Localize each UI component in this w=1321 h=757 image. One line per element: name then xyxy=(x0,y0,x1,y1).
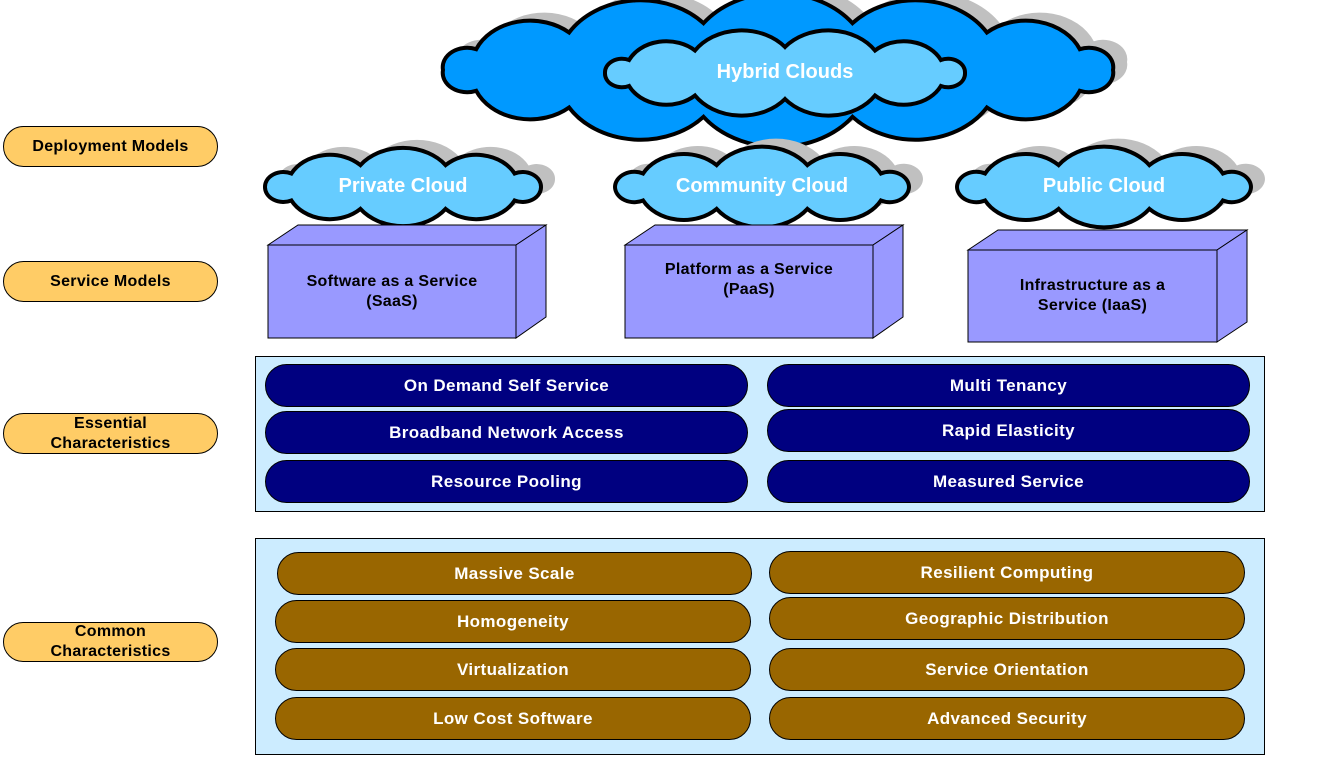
hybrid-cloud-inner xyxy=(603,28,967,118)
private-cloud-label: Private Cloud xyxy=(338,174,468,197)
layer-label-deployment: Deployment Models xyxy=(3,126,218,167)
service-paas-line1: Platform as a Service xyxy=(664,261,834,278)
layer-label-service: Service Models xyxy=(3,261,218,302)
essential-item: Rapid Elasticity xyxy=(767,409,1250,452)
cloud-shapes xyxy=(262,0,1265,230)
essential-item: Broadband Network Access xyxy=(265,411,748,454)
service-saas-line2: (SaaS) xyxy=(366,292,418,310)
hybrid-clouds-label: Hybrid Clouds xyxy=(716,61,854,83)
common-item: Resilient Computing xyxy=(769,551,1245,594)
service-iaas-line2: Service (IaaS) xyxy=(1037,297,1148,314)
common-item: Massive Scale xyxy=(277,552,752,595)
common-item: Geographic Distribution xyxy=(769,597,1245,640)
public-cloud-label: Public Cloud xyxy=(1042,174,1166,197)
service-iaas-line1: Infrastructure as a xyxy=(1019,277,1166,294)
community-cloud-shape xyxy=(612,144,912,230)
common-item: Service Orientation xyxy=(769,648,1245,691)
essential-item: On Demand Self Service xyxy=(265,364,748,407)
essential-item: Multi Tenancy xyxy=(767,364,1250,407)
common-item: Homogeneity xyxy=(275,600,751,643)
hybrid-cloud-inner-shape xyxy=(603,28,967,118)
common-item: Virtualization xyxy=(275,648,751,691)
service-saas-line1: Software as a Service xyxy=(306,272,478,290)
essential-item: Measured Service xyxy=(767,460,1250,503)
essential-item: Resource Pooling xyxy=(265,460,748,503)
layer-label-common: Common Characteristics xyxy=(3,622,218,662)
private-cloud xyxy=(262,139,556,229)
community-cloud xyxy=(612,138,923,230)
public-cloud-shape xyxy=(954,144,1254,230)
layer-label-essential: Essential Characteristics xyxy=(3,413,218,454)
common-item: Low Cost Software xyxy=(275,697,751,740)
service-paas-line2: (PaaS) xyxy=(723,281,775,298)
community-cloud-label: Community Cloud xyxy=(675,174,849,197)
private-cloud-shape xyxy=(262,145,544,229)
common-item: Advanced Security xyxy=(769,697,1245,740)
public-cloud xyxy=(954,138,1265,230)
